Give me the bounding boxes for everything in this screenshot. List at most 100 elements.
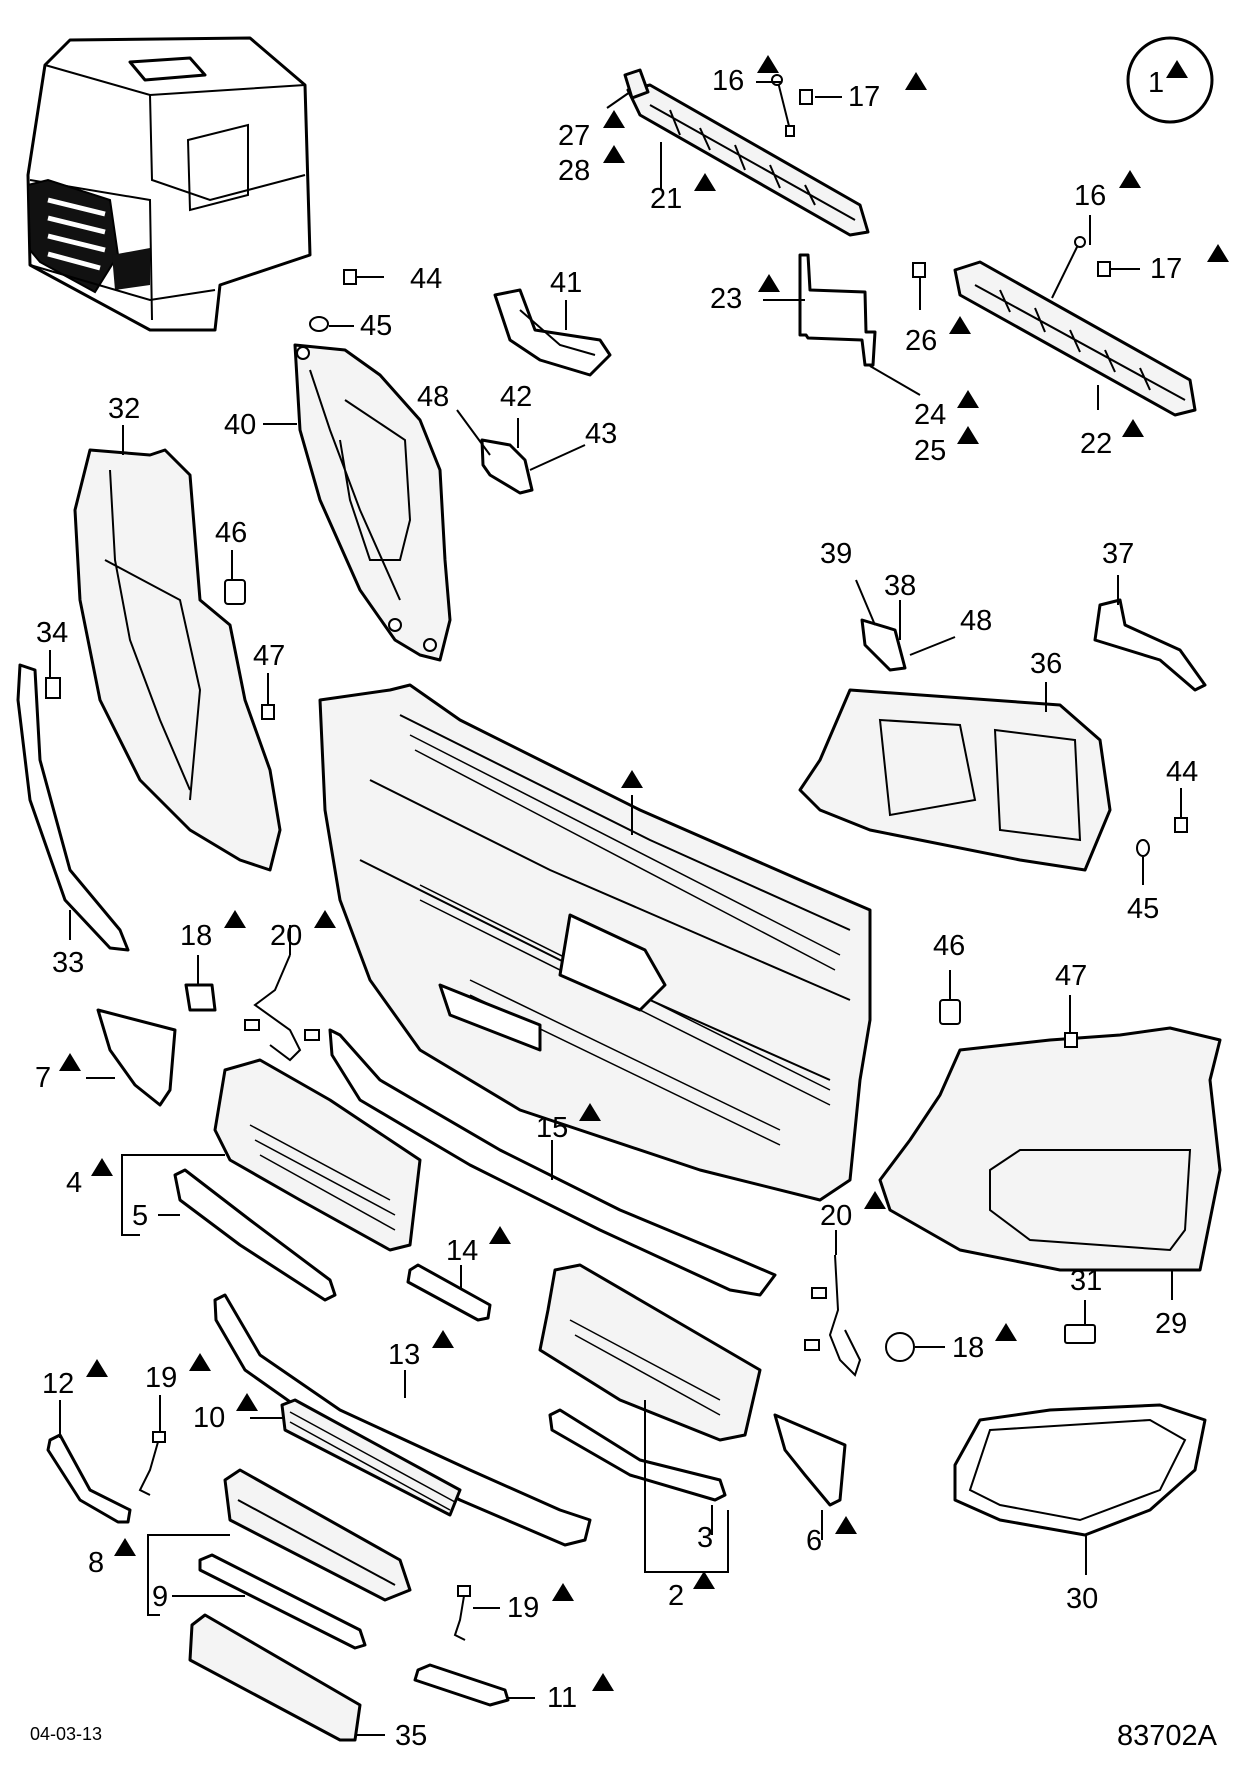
bracket-23-24 bbox=[798, 253, 877, 367]
lower-grille-2 bbox=[538, 1263, 762, 1442]
callout-17-b: 17 bbox=[1150, 253, 1182, 285]
corner-panel-32 bbox=[73, 448, 282, 872]
callout-43: 43 bbox=[585, 418, 617, 450]
clip-19-b bbox=[453, 1585, 471, 1641]
callout-17-a: 17 bbox=[848, 81, 880, 113]
main-grille bbox=[318, 683, 872, 1202]
callout-48-b: 48 bbox=[960, 605, 992, 637]
trim-strip-33 bbox=[16, 663, 130, 952]
callout-34: 34 bbox=[36, 617, 68, 649]
trim-strip-11 bbox=[413, 1663, 510, 1707]
bracket-21 bbox=[623, 68, 870, 237]
callout-44-a: 44 bbox=[410, 263, 442, 295]
screw-47-a bbox=[261, 704, 275, 720]
callout-18-a: 18 bbox=[180, 920, 212, 952]
clip-18-a bbox=[184, 983, 217, 1012]
lower-grille-8 bbox=[223, 1468, 412, 1602]
bolt-16-a bbox=[771, 74, 795, 137]
trim-strip-14 bbox=[406, 1263, 492, 1322]
callout-29: 29 bbox=[1155, 1308, 1187, 1340]
callout-40: 40 bbox=[224, 409, 256, 441]
screw-47-b bbox=[1064, 1032, 1078, 1048]
bracket-41 bbox=[493, 288, 612, 377]
bracket-38 bbox=[860, 618, 907, 672]
callout-3: 3 bbox=[697, 1522, 713, 1554]
callout-labels: 27 28 16 17 21 16 17 44 45 41 23 26 24 2… bbox=[35, 55, 1229, 1752]
callout-13: 13 bbox=[388, 1339, 420, 1371]
callout-37: 37 bbox=[1102, 538, 1134, 570]
callout-35: 35 bbox=[395, 1720, 427, 1752]
callout-45-a: 45 bbox=[360, 310, 392, 342]
callout-20-b: 20 bbox=[820, 1200, 852, 1232]
date-code: 04-03-13 bbox=[30, 1724, 102, 1744]
grille-mesh-10 bbox=[280, 1398, 462, 1517]
callout-20-a: 20 bbox=[270, 920, 302, 952]
bolt-16-b bbox=[1051, 236, 1086, 299]
callout-25: 25 bbox=[914, 435, 946, 467]
corner-panel-29 bbox=[878, 1026, 1222, 1272]
callout-7: 7 bbox=[35, 1062, 51, 1094]
callout-10: 10 bbox=[193, 1402, 225, 1434]
callout-39: 39 bbox=[820, 538, 852, 570]
wire-20-b bbox=[804, 1254, 862, 1377]
leader-lines bbox=[49, 81, 1182, 1736]
trim-piece-7 bbox=[96, 1008, 177, 1107]
callout-14: 14 bbox=[446, 1235, 478, 1267]
callout-22: 22 bbox=[1080, 428, 1112, 460]
clip-46-a bbox=[224, 579, 246, 605]
callout-6: 6 bbox=[806, 1525, 822, 1557]
callout-8: 8 bbox=[88, 1547, 104, 1579]
callout-27: 27 bbox=[558, 120, 590, 152]
callout-16-a: 16 bbox=[712, 65, 744, 97]
callout-5: 5 bbox=[132, 1200, 148, 1232]
truck-cab-illustration bbox=[26, 36, 312, 332]
trim-strip-9 bbox=[198, 1553, 367, 1650]
bracket-37 bbox=[1093, 598, 1207, 692]
trim-strip-13 bbox=[213, 1293, 592, 1547]
clip-19-a bbox=[138, 1431, 166, 1496]
callout-31: 31 bbox=[1070, 1265, 1102, 1297]
callout-4: 4 bbox=[66, 1167, 82, 1199]
screw-44-b bbox=[1174, 817, 1188, 833]
callout-19-b: 19 bbox=[507, 1592, 539, 1624]
trim-strip-3 bbox=[548, 1408, 727, 1502]
screw-17-b bbox=[1097, 261, 1111, 277]
callout-36: 36 bbox=[1030, 648, 1062, 680]
callout-12: 12 bbox=[42, 1368, 74, 1400]
screw-26 bbox=[912, 262, 926, 278]
callout-33: 33 bbox=[52, 947, 84, 979]
lamp-surround-30 bbox=[953, 1403, 1207, 1537]
callout-47-b: 47 bbox=[1055, 960, 1087, 992]
bracket-22 bbox=[953, 260, 1197, 417]
callout-46-b: 46 bbox=[933, 930, 965, 962]
drawing-number: 83702A bbox=[1117, 1720, 1218, 1752]
callout-42: 42 bbox=[500, 381, 532, 413]
callout-18-b: 18 bbox=[952, 1332, 984, 1364]
callout-44-b: 44 bbox=[1166, 756, 1198, 788]
callout-23: 23 bbox=[710, 283, 742, 315]
trim-strip-35 bbox=[188, 1613, 362, 1742]
washer-45-a bbox=[309, 316, 329, 332]
callout-15: 15 bbox=[536, 1112, 568, 1144]
callout-47-a: 47 bbox=[253, 640, 285, 672]
callout-21: 21 bbox=[650, 183, 682, 215]
callout-19-a: 19 bbox=[145, 1362, 177, 1394]
trim-strip-5 bbox=[173, 1168, 337, 1302]
bracket-40 bbox=[293, 343, 452, 662]
callout-45-b: 45 bbox=[1127, 893, 1159, 925]
end-cap-12 bbox=[46, 1433, 132, 1524]
callout-2: 2 bbox=[668, 1580, 684, 1612]
washer-45-b bbox=[1136, 839, 1150, 857]
callout-48-a: 48 bbox=[417, 381, 449, 413]
part-31 bbox=[1064, 1324, 1096, 1344]
screw-44-a bbox=[343, 269, 357, 285]
callout-46-a: 46 bbox=[215, 517, 247, 549]
callout-16-b: 16 bbox=[1074, 180, 1106, 212]
callout-28: 28 bbox=[558, 155, 590, 187]
assembly-marker-number: 1 bbox=[1148, 67, 1164, 99]
headlamp-bracket-36 bbox=[798, 688, 1112, 872]
callout-26: 26 bbox=[905, 325, 937, 357]
grille-insert-4 bbox=[213, 1058, 422, 1252]
